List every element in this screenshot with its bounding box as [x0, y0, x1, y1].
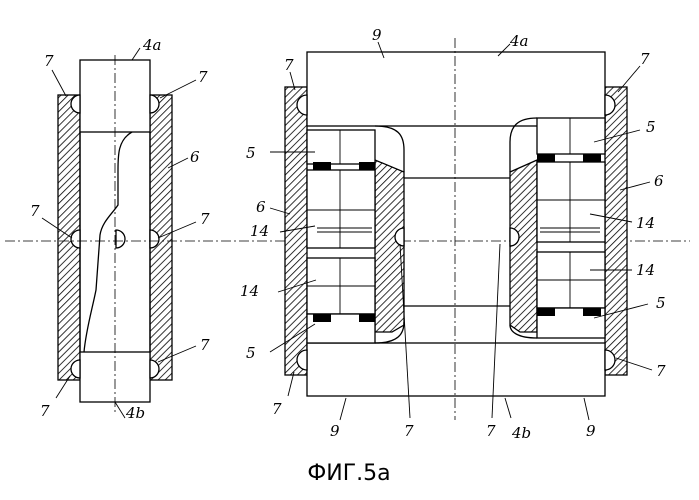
label-7: 7 [404, 422, 414, 440]
label-7: 7 [284, 56, 294, 74]
front-view [285, 38, 627, 420]
label-7: 7 [486, 422, 496, 440]
label-7: 7 [272, 400, 282, 418]
label-5-lower-right: 5 [656, 294, 666, 312]
label-5-upper-left: 5 [246, 144, 256, 162]
label-6-side: 6 [190, 148, 200, 166]
bottom-plate [307, 343, 605, 396]
label-14-upper-right: 14 [636, 214, 655, 232]
label-7: 7 [200, 336, 210, 354]
label-4a-side: 4a [142, 36, 162, 54]
label-7: 7 [198, 68, 208, 86]
lower-trunnion [80, 352, 150, 402]
label-5-lower-left: 5 [246, 344, 256, 362]
label-9-bottom-right: 9 [586, 422, 596, 440]
right-inner-block [510, 160, 537, 332]
label-14-lower-right: 14 [636, 261, 655, 279]
top-plate [307, 52, 605, 126]
label-7: 7 [640, 50, 650, 68]
figure-caption: ФИГ.5а [307, 461, 390, 486]
label-6-front-right: 6 [654, 172, 664, 190]
label-9-top: 9 [372, 26, 382, 44]
label-7: 7 [30, 202, 40, 220]
label-7: 7 [44, 52, 54, 70]
label-7: 7 [40, 402, 50, 420]
label-9-bottom-left: 9 [330, 422, 340, 440]
label-4b-front: 4b [511, 424, 531, 442]
label-7: 7 [200, 210, 210, 228]
left-inner-block [375, 160, 404, 332]
label-4b-side: 4b [125, 404, 145, 422]
label-5-upper-right: 5 [646, 118, 656, 136]
label-14-lower-left: 14 [240, 282, 259, 300]
label-7: 7 [656, 362, 666, 380]
right-outer-wall [605, 87, 627, 375]
side-view [58, 55, 172, 415]
label-4a-front: 4a [509, 32, 529, 50]
label-6-front-left: 6 [256, 198, 266, 216]
label-14-upper-left: 14 [250, 222, 269, 240]
